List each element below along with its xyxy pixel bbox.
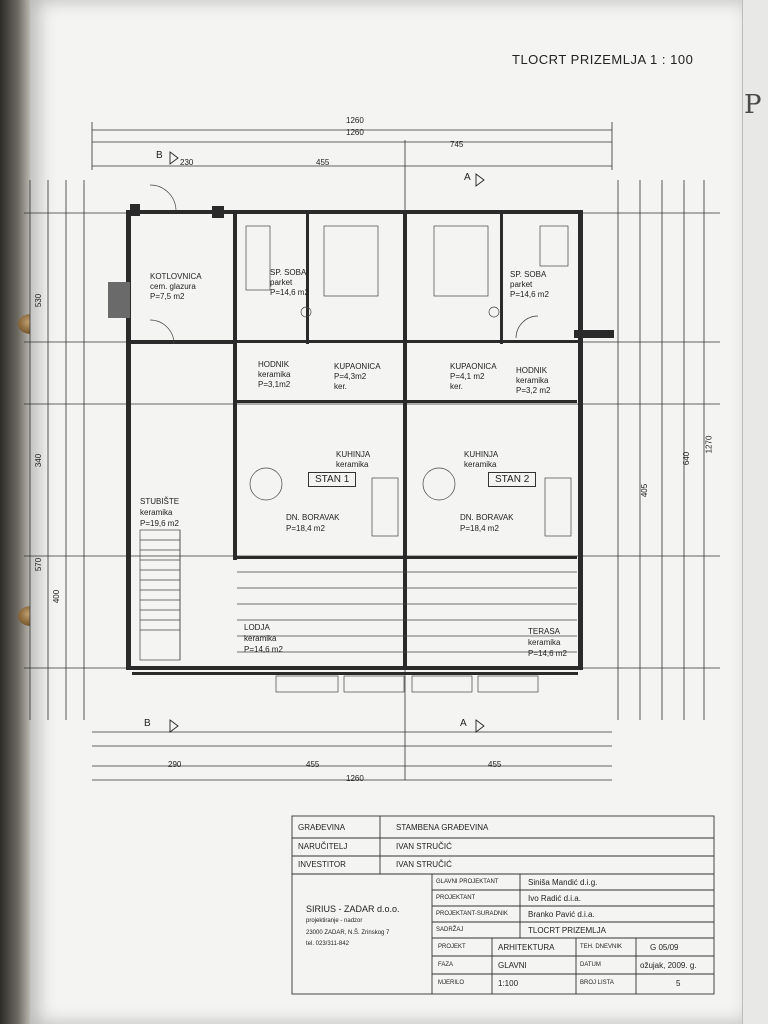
faza-value: GLAVNI (498, 961, 527, 970)
dim-total-bottom: 1260 (346, 774, 364, 783)
datum-value: ožujak, 2009. g. (640, 961, 697, 970)
broj-lista-label: BROJ LISTA (580, 980, 614, 986)
dim-530: 530 (34, 293, 44, 308)
mjerilo-label: MJERILO (438, 980, 465, 986)
sadrzaj-label: SADRŽAJ (436, 927, 464, 933)
projektant-value: Ivo Radić d.i.a. (528, 894, 581, 903)
narucitelj-label: NARUČITELJ (298, 842, 348, 851)
narucitelj-value: IVAN STRUČIĆ (396, 842, 452, 851)
projektant-suradnik-value: Branko Pavić d.i.a. (528, 910, 595, 919)
dim-455: 455 (316, 158, 330, 167)
datum-label: DATUM (580, 962, 601, 968)
faza-label: FAZA (438, 962, 454, 968)
company-line-1: projektiranje - nadzor (306, 918, 363, 924)
dim-640: 640 (682, 451, 692, 466)
sadrzaj-value: TLOCRT PRIZEMLJA (528, 926, 606, 935)
teh-dnevnik-value: G 05/09 (650, 943, 679, 952)
drawing-sheet (30, 0, 742, 1024)
dim-total-top-2: 1260 (346, 128, 364, 137)
projektant-label: PROJEKTANT (436, 895, 476, 901)
gradevina-value: STAMBENA GRAĐEVINA (396, 823, 489, 832)
dim-745: 745 (450, 140, 464, 149)
teh-dnevnik-label: TEH. DNEVNIK (580, 944, 623, 950)
glavni-projektant-label: GLAVNI PROJEKTANT (436, 879, 499, 885)
section-mark-a-top: A (464, 172, 471, 183)
dim-455-bottom-2: 455 (488, 760, 502, 769)
dim-230: 230 (180, 158, 194, 167)
dim-total-top: 1260 (346, 116, 364, 125)
dim-1270: 1270 (704, 435, 714, 454)
section-mark-b-top: B (156, 150, 163, 161)
dim-455-bottom: 455 (306, 760, 320, 769)
stan-1-label: STAN 1 (308, 472, 357, 487)
projekt-label: PROJEKT (438, 944, 466, 950)
sheet-title: TLOCRT PRIZEMLJA 1 : 100 (512, 52, 694, 67)
company-name: SIRIUS - ZADAR d.o.o. (306, 904, 400, 914)
next-page-edge (742, 0, 768, 1024)
investitor-label: INVESTITOR (298, 860, 346, 869)
dim-400: 400 (52, 589, 62, 604)
investitor-value: IVAN STRUČIĆ (396, 860, 452, 869)
projekt-value: ARHITEKTURA (498, 943, 555, 952)
stan-2-label: STAN 2 (488, 472, 537, 487)
binder-spine (0, 0, 30, 1024)
company-line-3: tel. 023/311-842 (306, 941, 349, 947)
section-mark-a-bottom: A (460, 718, 467, 729)
projektant-suradnik-label: PROJEKTANT-SURADNIK (436, 911, 508, 917)
dim-340: 340 (34, 453, 44, 468)
section-mark-b-bottom: B (144, 718, 151, 729)
broj-lista-value: 5 (676, 979, 681, 988)
dim-405: 405 (640, 483, 650, 498)
pencil-mark: P (744, 90, 762, 120)
mjerilo-value: 1:100 (498, 979, 519, 988)
dim-570: 570 (34, 557, 44, 572)
gradevina-label: GRAĐEVINA (298, 823, 346, 832)
glavni-projektant-value: Siniša Mandić d.i.g. (528, 878, 598, 887)
dim-290: 290 (168, 760, 182, 769)
company-line-2: 23000 ZADAR, N.Š. Zrinskog 7 (306, 930, 390, 936)
